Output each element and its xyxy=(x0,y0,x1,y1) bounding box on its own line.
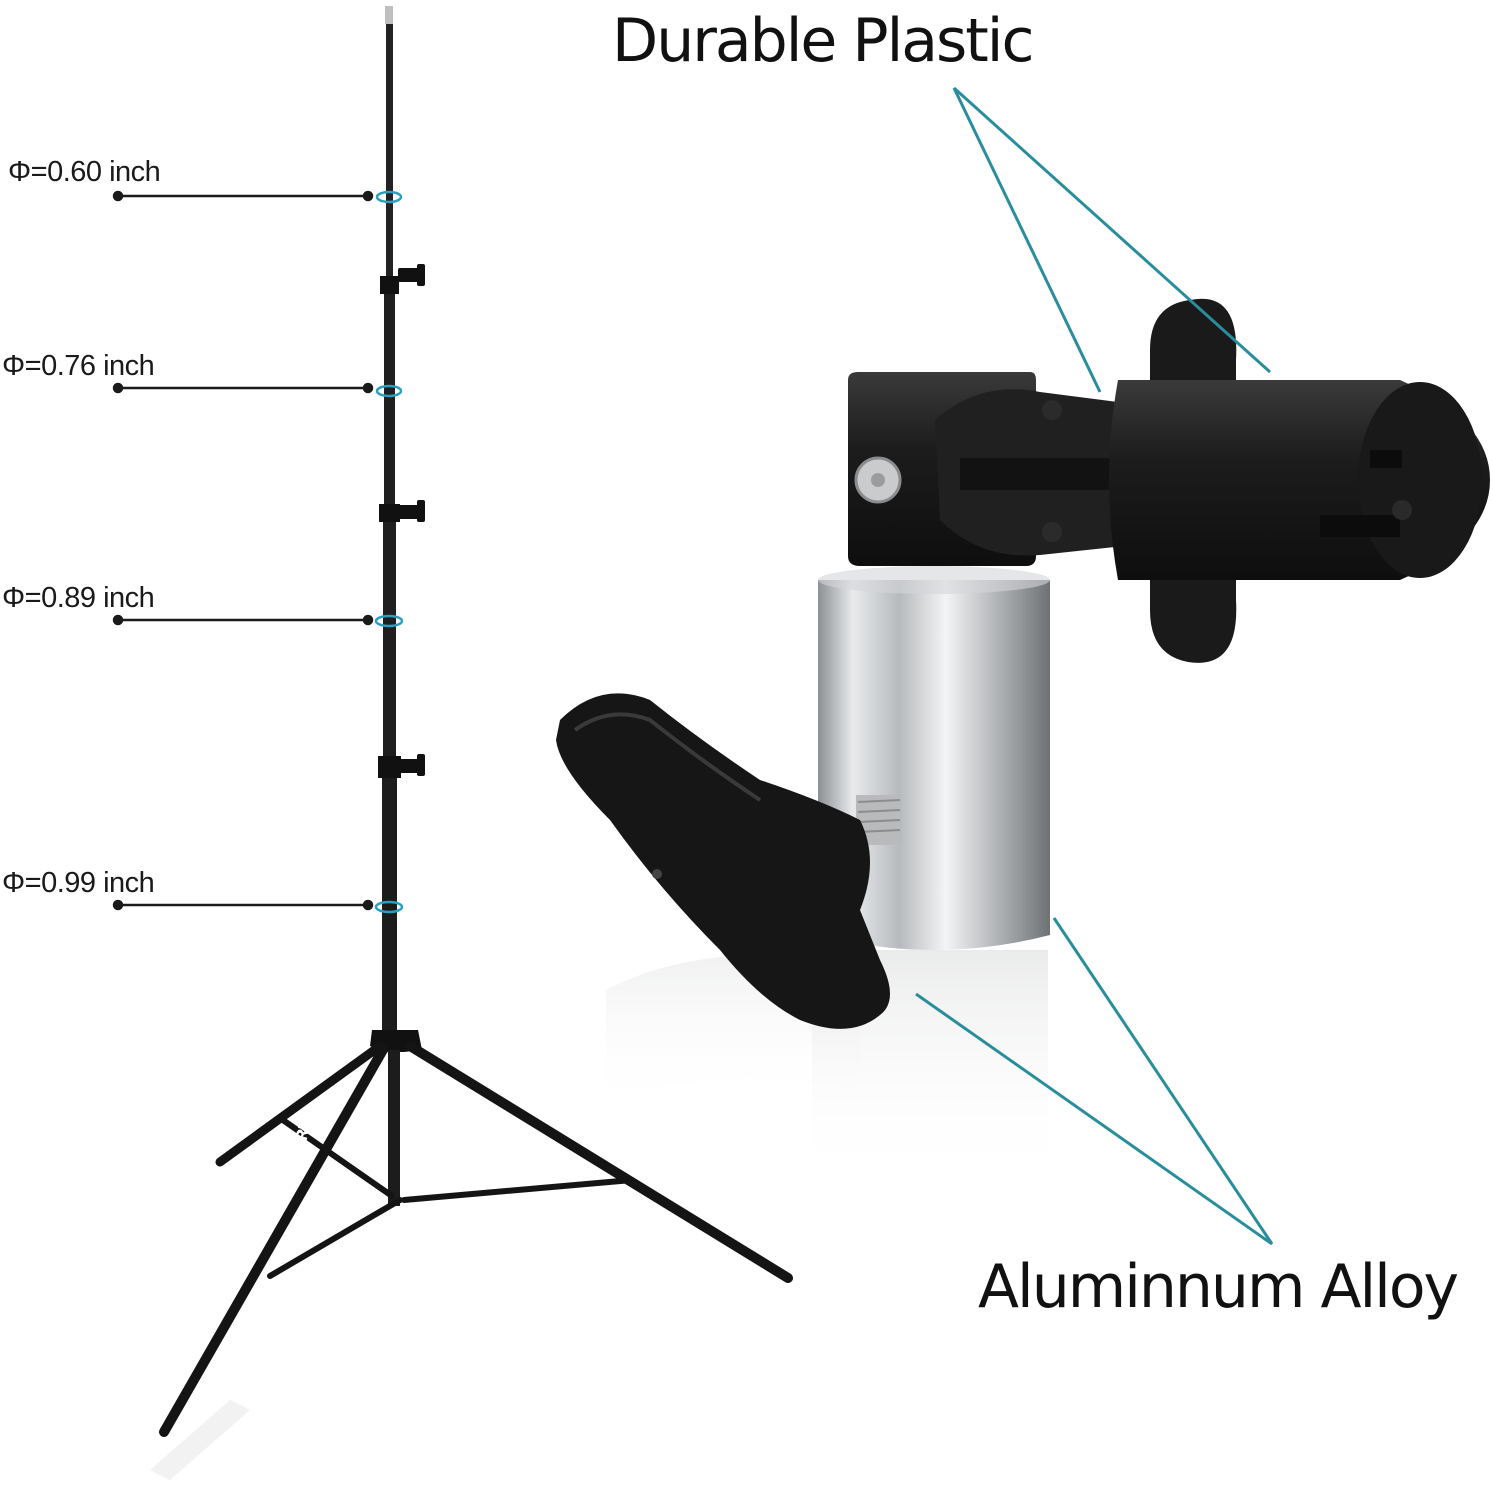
ring-4 xyxy=(374,900,404,914)
leader-bottom-2 xyxy=(1052,917,1274,1245)
diameter-label-2: Φ=0.76 inch xyxy=(2,350,155,382)
diameter-leaders xyxy=(112,190,374,911)
stand-shadow xyxy=(150,1400,250,1480)
stand-center-column xyxy=(388,1050,400,1206)
callout-aluminum-alloy: Aluminnum Alloy xyxy=(978,1252,1459,1322)
callout-durable-plastic: Durable Plastic xyxy=(612,6,1034,76)
leader-bottom-1 xyxy=(915,992,1273,1246)
stand-tip xyxy=(385,6,393,24)
stand-legs xyxy=(159,1041,793,1437)
stand-section-4 xyxy=(382,778,397,1034)
aluminum-cylinder xyxy=(818,580,1050,950)
leader-top-2 xyxy=(952,86,1272,374)
leader-top-1 xyxy=(952,87,1102,393)
wing-knob xyxy=(556,693,890,1029)
diameter-label-3: Φ=0.89 inch xyxy=(2,582,155,614)
diameter-rings xyxy=(374,190,404,914)
callout-leaders xyxy=(915,86,1274,1246)
stand-section-2 xyxy=(384,294,395,514)
stand-collar-3 xyxy=(378,756,401,778)
diameter-label-1: Φ=0.60 inch xyxy=(8,156,161,188)
stand-collar-1 xyxy=(380,276,399,294)
stand-collar-2 xyxy=(379,504,400,522)
ring-3 xyxy=(374,614,404,628)
ring-2 xyxy=(375,384,403,398)
diameter-label-4: Φ=0.99 inch xyxy=(2,867,155,899)
stand-section-1 xyxy=(386,24,393,286)
ring-1 xyxy=(375,190,403,204)
adapter-illustration xyxy=(556,298,1490,1180)
stand-section-3 xyxy=(383,522,396,762)
